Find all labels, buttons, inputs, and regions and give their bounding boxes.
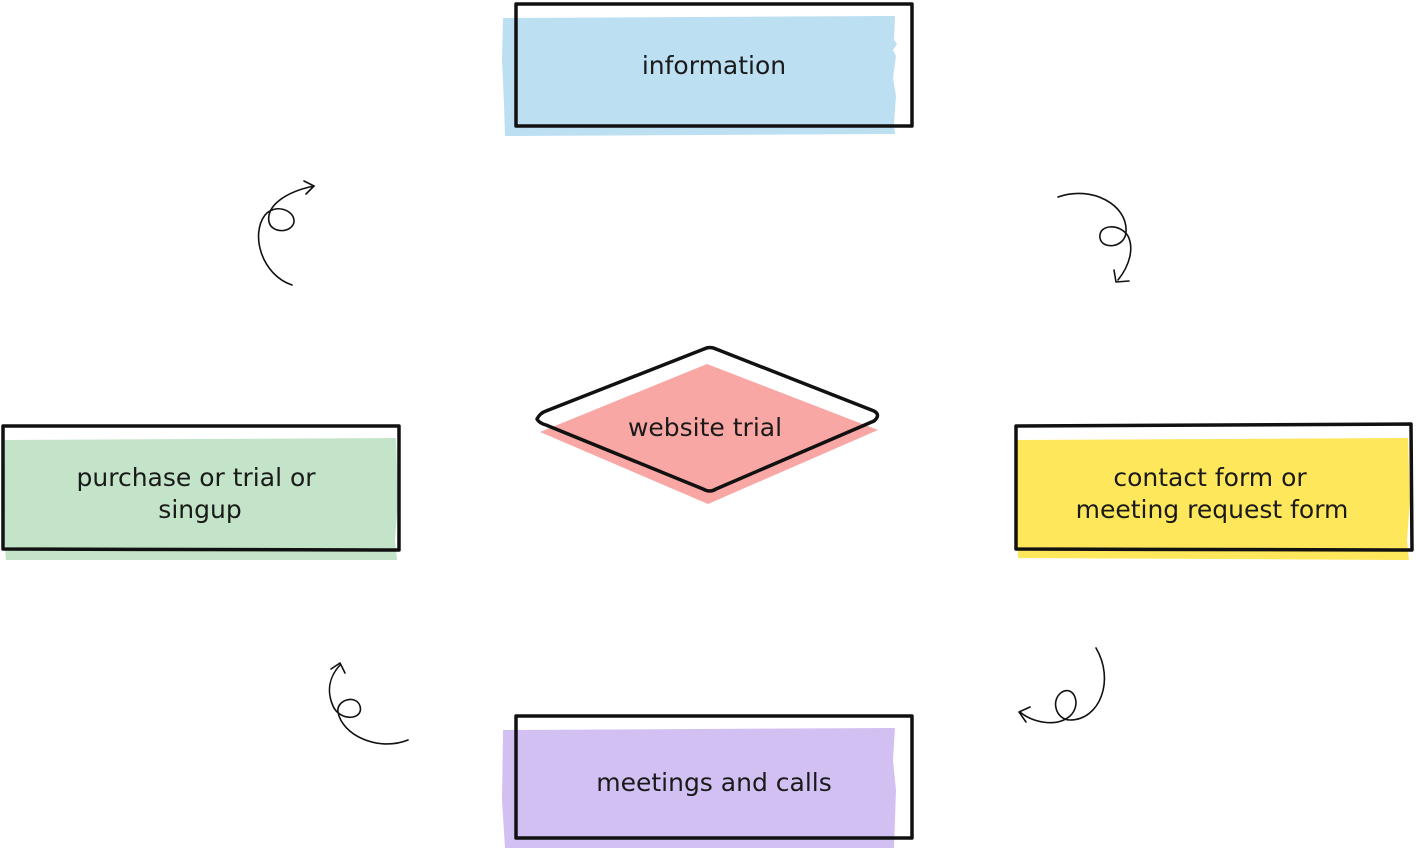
svg-text:information: information <box>642 51 786 80</box>
node-information: information <box>502 2 914 136</box>
svg-text:meetings and calls: meetings and calls <box>596 768 832 797</box>
center-decision: website trial <box>535 345 880 504</box>
node-meetings-fill <box>502 728 896 848</box>
node-purchase-label-line2: singup <box>158 495 241 524</box>
node-contact-label-line1: contact form or <box>1113 463 1307 492</box>
loop-arrow-icon <box>1019 647 1106 724</box>
arrow-meetings-to-purchase <box>328 662 409 745</box>
node-purchase: purchase or trial or singup <box>1 424 401 560</box>
node-meetings: meetings and calls <box>502 714 914 848</box>
arrow-contact-to-meetings <box>1018 647 1106 724</box>
node-purchase-fill <box>3 438 398 560</box>
node-contact-label-line2: meeting request form <box>1076 495 1349 524</box>
arrowhead-icon <box>1113 269 1130 283</box>
node-information-fill <box>502 16 897 136</box>
loop-arrow-icon <box>257 185 315 286</box>
arrow-information-to-contact <box>1057 192 1132 283</box>
arrowhead-icon <box>1018 706 1031 723</box>
svg-text:website trial: website trial <box>628 413 782 442</box>
node-information-border <box>514 2 914 128</box>
arrowhead-icon <box>330 662 346 674</box>
node-contact-border <box>1014 422 1414 552</box>
loop-arrow-icon <box>328 664 409 745</box>
node-meetings-label: meetings and calls <box>596 768 832 797</box>
arrow-purchase-to-information <box>257 180 315 286</box>
center-decision-label: website trial <box>628 413 782 442</box>
node-purchase-border <box>1 424 401 552</box>
node-contact-fill <box>1016 438 1410 560</box>
center-decision-fill <box>540 364 878 504</box>
arrowhead-icon <box>303 180 315 195</box>
center-decision-border <box>535 345 880 493</box>
svg-text:contact form or meeting: contact form or meeting request form <box>1076 463 1349 524</box>
node-contact: contact form or meeting request form <box>1014 422 1414 560</box>
svg-text:purchase or trial or sin: purchase or trial or singup <box>77 463 324 524</box>
loop-arrow-icon <box>1057 192 1132 281</box>
node-information-label: information <box>642 51 786 80</box>
node-purchase-label-line1: purchase or trial or <box>77 463 317 492</box>
node-meetings-border <box>514 714 914 840</box>
